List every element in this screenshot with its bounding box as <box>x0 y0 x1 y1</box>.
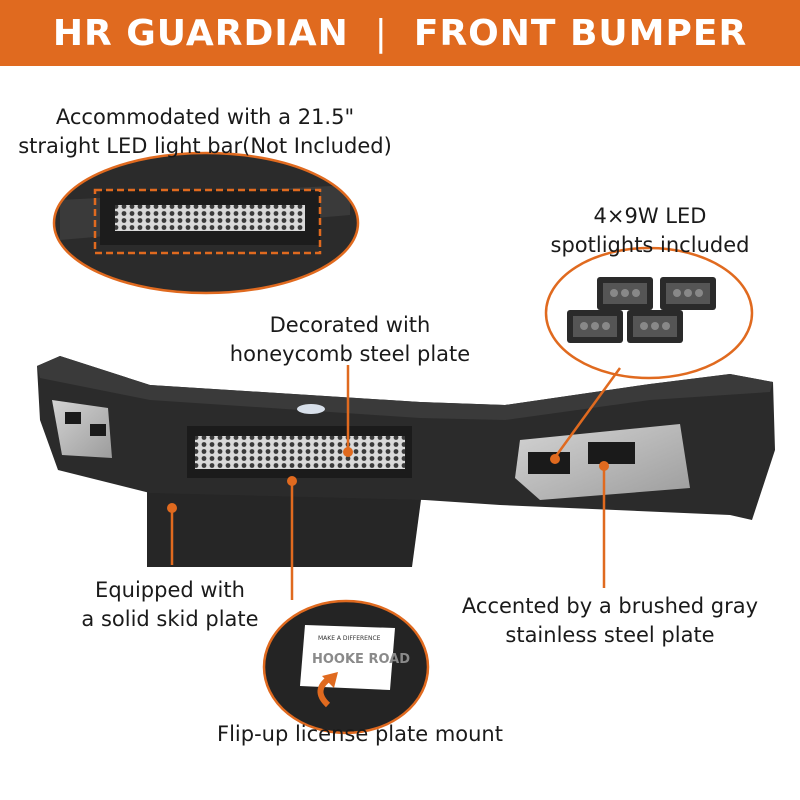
caption-steel-plate-line1: Accented by a brushed gray <box>461 594 759 618</box>
caption-spotlights: 4×9W LED spotlights included <box>530 202 770 260</box>
title-banner: HR GUARDIAN | FRONT BUMPER <box>0 0 800 66</box>
caption-light-bar-line1: Accommodated with a 21.5" <box>55 105 355 129</box>
bumper-image <box>37 356 775 567</box>
banner-title-left: HR GUARDIAN <box>52 12 349 54</box>
license-plate <box>300 625 395 690</box>
light-bar-detail-image <box>52 151 360 295</box>
spotlight-2 <box>660 277 716 310</box>
caption-license-plate: Flip-up license plate mount <box>190 720 530 749</box>
caption-honeycomb: Decorated with honeycomb steel plate <box>205 311 495 369</box>
caption-skid-plate: Equipped with a solid skid plate <box>60 576 280 634</box>
plate-main-text: HOOKE ROAD <box>312 652 410 667</box>
spotlight-1 <box>597 277 653 310</box>
caption-spotlights-line1: 4×9W LED <box>593 204 707 228</box>
license-plate-detail-image: MAKE A DIFFERENCE HOOKE ROAD <box>262 599 430 735</box>
caption-light-bar-line2: straight LED light bar(Not Included) <box>18 134 392 158</box>
caption-license-plate-line1: Flip-up license plate mount <box>217 722 503 746</box>
caption-light-bar: Accommodated with a 21.5" straight LED l… <box>0 103 410 161</box>
spotlight-3 <box>567 310 623 343</box>
caption-honeycomb-line1: Decorated with <box>269 313 431 337</box>
spotlights-detail-image <box>544 246 754 380</box>
callout-leaders <box>167 365 622 600</box>
caption-skid-plate-line1: Equipped with <box>95 578 245 602</box>
caption-skid-plate-line2: a solid skid plate <box>81 607 259 631</box>
banner-title-right: FRONT BUMPER <box>413 12 748 54</box>
caption-steel-plate-line2: stainless steel plate <box>505 623 715 647</box>
right-spotlight-2 <box>588 442 635 464</box>
left-spotlight <box>65 412 81 424</box>
honeycomb-plate <box>195 436 405 469</box>
banner-separator: | <box>374 12 388 54</box>
logo-badge <box>297 404 325 414</box>
caption-spotlights-line2: spotlights included <box>550 233 750 257</box>
plate-top-text: MAKE A DIFFERENCE <box>318 635 381 642</box>
spotlight-4 <box>627 310 683 343</box>
right-spotlight-1 <box>528 452 570 474</box>
caption-steel-plate: Accented by a brushed gray stainless ste… <box>440 592 780 650</box>
caption-honeycomb-line2: honeycomb steel plate <box>229 342 471 366</box>
